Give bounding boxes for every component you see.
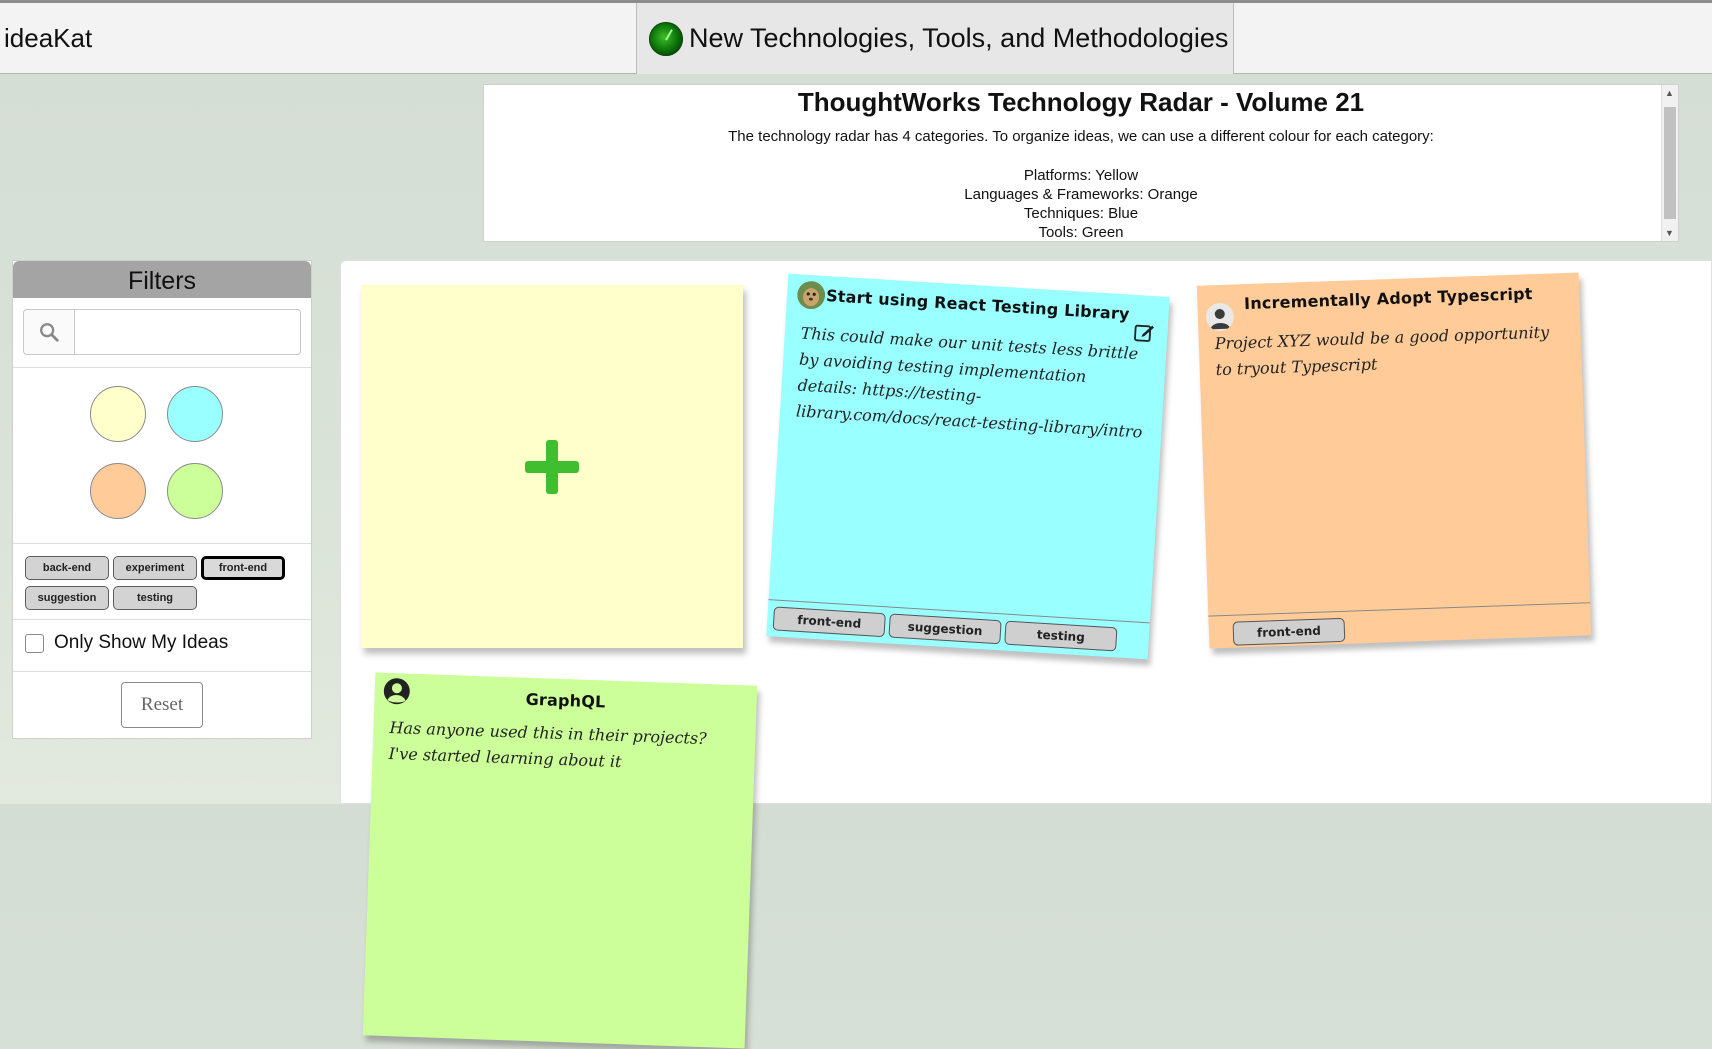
description-line: Languages & Frameworks: Orange [964,186,1198,203]
only-mine-checkbox[interactable] [25,633,44,653]
meerkat-avatar [797,281,826,310]
idea-note[interactable]: Start using React Testing Library This c… [766,273,1170,660]
idea-body: Project XYZ would be a good opportunity … [1214,322,1550,380]
color-filter-blue[interactable] [167,386,223,442]
divider [13,619,311,620]
board-description: ThoughtWorks Technology Radar - Volume 2… [483,84,1679,242]
plus-icon [525,439,579,494]
description-line: Techniques: Blue [1023,205,1139,222]
description-line: Tools: Green [1038,224,1124,241]
idea-title: Start using React Testing Library [825,286,1131,324]
tag-filter-back-end[interactable]: back-end [25,556,109,580]
search-button[interactable] [23,309,75,355]
filters-header: Filters [13,261,311,298]
description-title: ThoughtWorks Technology Radar - Volume 2… [797,87,1365,117]
idea-body: Has anyone used this in their projects? … [388,717,708,772]
idea-tag[interactable]: suggestion [888,613,1002,645]
app-brand[interactable]: ideaKat [4,23,93,53]
divider [13,367,311,368]
tag-filter-testing[interactable]: testing [113,586,197,610]
idea-tag[interactable]: testing [1004,620,1118,652]
divider [13,543,311,544]
tag-filter-experiment[interactable]: experiment [113,556,197,580]
scroll-thumb[interactable] [1664,107,1676,219]
tag-filter-suggestion[interactable]: suggestion [25,586,109,610]
filters-panel: Filters back-end experiment front-end su… [12,260,312,739]
description-line: Platforms: Yellow [1023,167,1139,184]
search-row [23,309,301,355]
idea-footer-divider [1208,602,1591,617]
user-circle-icon [383,678,410,705]
search-input[interactable] [75,309,301,355]
top-bar: ideaKat New Technologies, Tools, and Met… [0,0,1712,74]
color-filter-orange[interactable] [90,463,146,519]
tag-filter-front-end[interactable]: front-end [201,556,285,580]
board-title-tab[interactable]: New Technologies, Tools, and Methodologi… [636,3,1234,74]
idea-tag[interactable]: front-end [772,606,886,638]
add-idea-button[interactable] [361,285,743,648]
scroll-up-arrow-icon[interactable]: ▲ [1665,88,1674,98]
idea-board: Start using React Testing Library This c… [340,260,1712,1049]
idea-note[interactable]: GraphQL Has anyone used this in their pr… [362,672,758,1049]
search-icon [40,323,59,342]
idea-title: GraphQL [525,689,606,712]
only-mine-label[interactable]: Only Show My Ideas [54,632,229,653]
description-scrollbar[interactable]: ▲ ▼ [1661,85,1678,241]
radar-icon [649,21,683,56]
idea-body: This could make our unit tests less brit… [795,323,1143,442]
description-intro: The technology radar has 4 categories. T… [728,128,1434,145]
color-filter-yellow[interactable] [90,386,146,442]
reset-button[interactable]: Reset [121,682,203,728]
idea-tag[interactable]: front-end [1232,617,1346,646]
edit-icon[interactable] [1133,321,1156,344]
scroll-down-arrow-icon[interactable]: ▼ [1665,228,1674,238]
idea-note[interactable]: Incrementally Adopt Typescript Project X… [1196,272,1592,649]
board-title: New Technologies, Tools, and Methodologi… [689,23,1229,53]
person-avatar [1205,302,1234,331]
only-mine-row[interactable]: Only Show My Ideas [25,632,228,654]
idea-title: Incrementally Adopt Typescript [1243,284,1533,314]
color-filter-green[interactable] [167,463,223,519]
divider [13,671,311,672]
